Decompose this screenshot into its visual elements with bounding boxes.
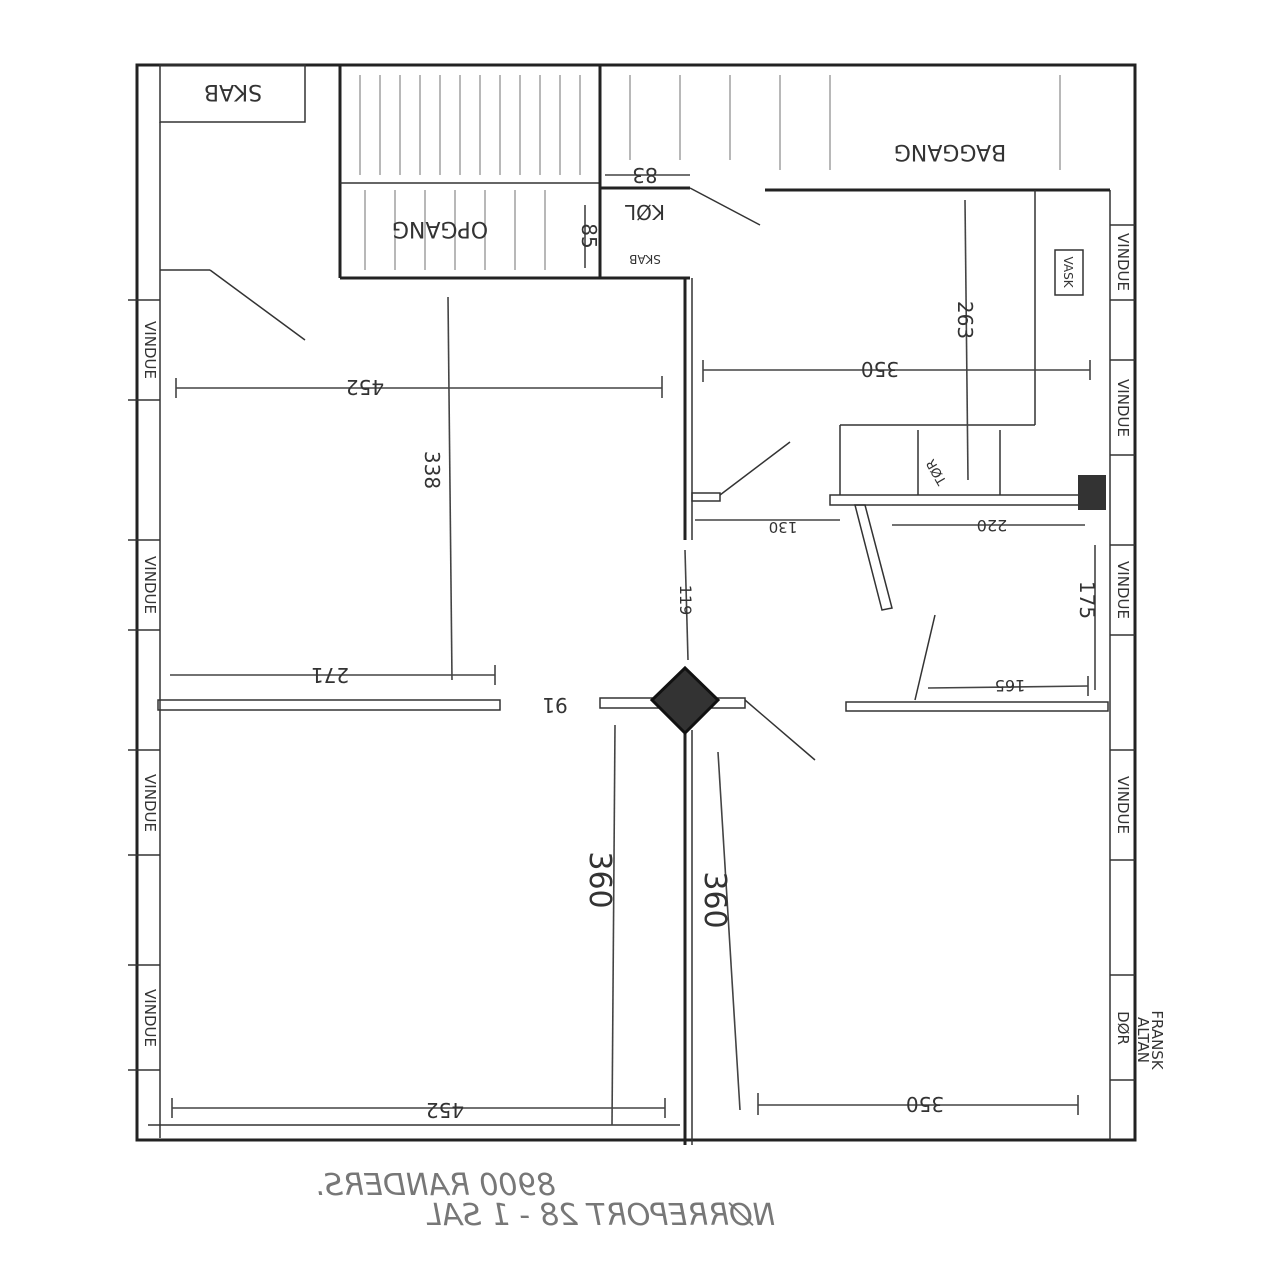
dim-360-right: 360: [697, 871, 732, 928]
outer-walls: [128, 63, 1137, 1142]
window-left-2: VINDUE: [141, 556, 159, 614]
dim-338: 338: [420, 451, 444, 489]
balcony-label-1: FRANSK: [1148, 1010, 1166, 1070]
address: NØRREPORT 28 - 1 SAL 8900 RANDERS.: [314, 1168, 775, 1233]
dim-119: 119: [676, 585, 695, 616]
dim-91: 91: [542, 693, 567, 717]
dim-165: 165: [995, 676, 1026, 695]
door-label: DØR: [1114, 1011, 1132, 1045]
dim-452-top: 452: [346, 375, 384, 399]
dim-263: 263: [953, 301, 977, 339]
dimension-labels: 83 85 263 350 452 338 130 220 175 119 27…: [311, 163, 1099, 1122]
address-line-1: NØRREPORT 28 - 1 SAL: [425, 1198, 775, 1233]
room-labels: SKAB OPGANG BAGGANG KØL SKAB VASK TØR: [204, 79, 1075, 488]
top-rooms: [159, 64, 1110, 495]
window-left-4: VINDUE: [141, 989, 159, 1047]
window-labels: VINDUE VINDUE VINDUE VINDUE VINDUE VINDU…: [141, 233, 1166, 1071]
dim-83: 83: [632, 163, 657, 187]
window-left-1: VINDUE: [141, 321, 159, 379]
dim-271: 271: [311, 663, 349, 687]
address-line-2: 8900 RANDERS.: [314, 1168, 555, 1203]
window-right-2: VINDUE: [1114, 379, 1132, 437]
dim-350-bottom: 350: [906, 1092, 944, 1116]
label-kol: KØL: [624, 200, 665, 224]
dim-175: 175: [1075, 581, 1099, 619]
dim-220: 220: [977, 516, 1008, 535]
interior-walls: [157, 269, 1109, 1145]
window-right-1: VINDUE: [1114, 233, 1132, 291]
dim-130: 130: [769, 518, 798, 536]
dim-452-bottom: 452: [426, 1098, 464, 1122]
label-skab-top: SKAB: [204, 79, 262, 104]
chimney: [649, 665, 721, 736]
label-vask: VASK: [1061, 256, 1075, 288]
window-right-4: VINDUE: [1114, 776, 1132, 834]
dim-85: 85: [577, 223, 601, 248]
label-baggang: BAGGANG: [894, 139, 1006, 164]
label-opgang: OPGANG: [392, 216, 488, 241]
dimension-lines: [170, 174, 1096, 1126]
label-tor: TØR: [924, 456, 951, 488]
dim-360-left: 360: [582, 851, 617, 908]
window-left-3: VINDUE: [141, 774, 159, 832]
window-right-3: VINDUE: [1114, 561, 1132, 619]
label-skab-small: SKAB: [629, 252, 661, 266]
dim-350-top: 350: [861, 357, 899, 381]
balcony-label-2: ALTAN: [1134, 1017, 1152, 1063]
